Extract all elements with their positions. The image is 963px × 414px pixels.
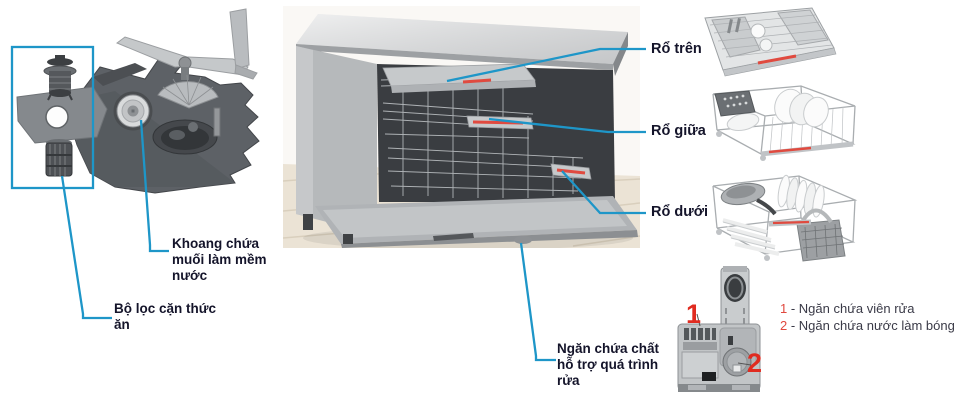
leader-top-basket <box>446 47 646 83</box>
dispenser-marker-1: 1 <box>686 299 702 329</box>
detergent-dispenser-illustration <box>677 266 761 392</box>
legend-text-2: - Ngăn chứa nước làm bóng <box>787 318 955 333</box>
middle-basket-illustration <box>712 85 856 161</box>
bottom-basket-illustration <box>712 174 858 262</box>
filter-highlight-box <box>10 45 95 190</box>
legend-text-1: - Ngăn chứa viên rửa <box>787 301 915 316</box>
legend-item-tablet: 1 - Ngăn chứa viên rửa <box>780 300 955 317</box>
dispenser-marker-2: 2 <box>747 348 763 378</box>
bottom-basket-label: Rổ dưới <box>651 204 709 220</box>
leader-bottom-basket <box>561 170 646 215</box>
top-basket-label: Rổ trên <box>651 41 702 57</box>
salt-compartment-label: Khoang chứa muối làm mềm nước <box>172 236 267 283</box>
legend-number-2: 2 <box>780 318 788 333</box>
sump-assembly-illustration <box>16 8 260 194</box>
leader-middle-basket <box>488 117 646 134</box>
legend-number-1: 1 <box>780 301 788 316</box>
detergent-dispenser-label: Ngăn chứa chất hỗ trợ quá trình rửa <box>557 341 660 388</box>
dispenser-legend: 1 - Ngăn chứa viên rửa 2 - Ngăn chứa nướ… <box>780 300 955 334</box>
leader-salt <box>139 119 169 253</box>
dishwasher-photo <box>283 6 640 248</box>
top-basket-illustration <box>704 7 837 77</box>
food-filter-label: Bộ lọc cặn thức ăn <box>114 301 217 332</box>
leader-filter <box>60 175 112 320</box>
leader-dispenser <box>519 242 556 362</box>
legend-item-rinse-aid: 2 - Ngăn chứa nước làm bóng <box>780 317 955 334</box>
middle-basket-label: Rổ giữa <box>651 123 706 139</box>
